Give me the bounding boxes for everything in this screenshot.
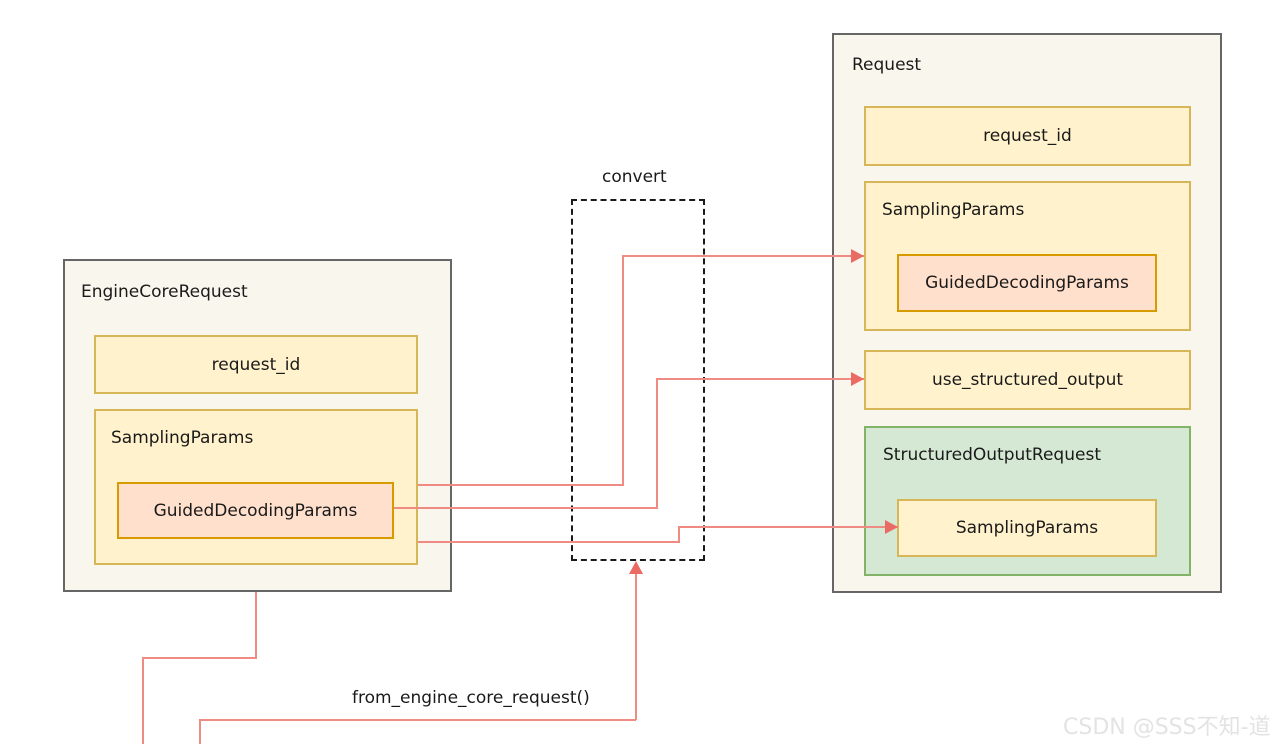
connector-1-segment-h1 xyxy=(418,484,624,486)
from-engine-core-request-label: from_engine_core_request() xyxy=(352,688,590,708)
right-field-use-structured-output-label: use_structured_output xyxy=(931,370,1124,390)
engine-core-request-title: EngineCoreRequest xyxy=(81,282,248,302)
right-nested-guided-decoding-params-label: GuidedDecodingParams xyxy=(925,273,1129,293)
csdn-watermark: CSDN @SSS不知-道 xyxy=(1063,715,1271,740)
right-nested-structured-sampling-params-label: SamplingParams xyxy=(955,518,1099,538)
right-field-sampling-params-label: SamplingParams xyxy=(882,200,1025,220)
connector-2-segment-h2 xyxy=(656,378,864,380)
connector-4-segment-v1 xyxy=(255,592,257,658)
connector-4-segment-v4 xyxy=(635,574,637,720)
right-nested-structured-sampling-params[interactable] xyxy=(897,499,1157,557)
connector-1-segment-v xyxy=(622,256,624,486)
right-field-request-id-label: request_id xyxy=(983,126,1072,146)
left-field-request-id[interactable] xyxy=(94,335,418,394)
connector-2-segment-v xyxy=(656,379,658,509)
connector-4-segment-h1 xyxy=(142,657,257,659)
convert-group-label: convert xyxy=(602,167,667,187)
connector-2-arrowhead xyxy=(851,372,864,386)
left-nested-guided-decoding-params[interactable] xyxy=(117,482,394,539)
right-field-request-id[interactable] xyxy=(864,106,1191,166)
connector-1-segment-h2 xyxy=(622,255,864,257)
right-field-structured-output-request-label: StructuredOutputRequest xyxy=(883,445,1101,465)
left-nested-guided-decoding-params-label: GuidedDecodingParams xyxy=(153,501,358,521)
left-field-request-id-label: request_id xyxy=(211,355,301,375)
left-field-sampling-params-label: SamplingParams xyxy=(111,428,254,448)
right-field-use-structured-output[interactable] xyxy=(864,350,1191,410)
connector-3-segment-h1 xyxy=(418,541,680,543)
connector-3-segment-h2 xyxy=(678,526,898,528)
connector-4-arrowhead xyxy=(629,561,643,574)
request-title: Request xyxy=(852,55,922,75)
convert-group-boundary[interactable] xyxy=(571,199,705,561)
connector-4-segment-h2 xyxy=(199,719,636,721)
connector-3-arrowhead xyxy=(885,520,898,534)
right-nested-guided-decoding-params[interactable] xyxy=(897,254,1157,312)
connector-2-segment-h1 xyxy=(394,507,658,509)
connector-3-segment-v xyxy=(678,527,680,543)
connector-1-arrowhead xyxy=(851,249,864,263)
connector-4-segment-v3 xyxy=(199,720,201,744)
connector-4-segment-v2 xyxy=(142,657,144,744)
